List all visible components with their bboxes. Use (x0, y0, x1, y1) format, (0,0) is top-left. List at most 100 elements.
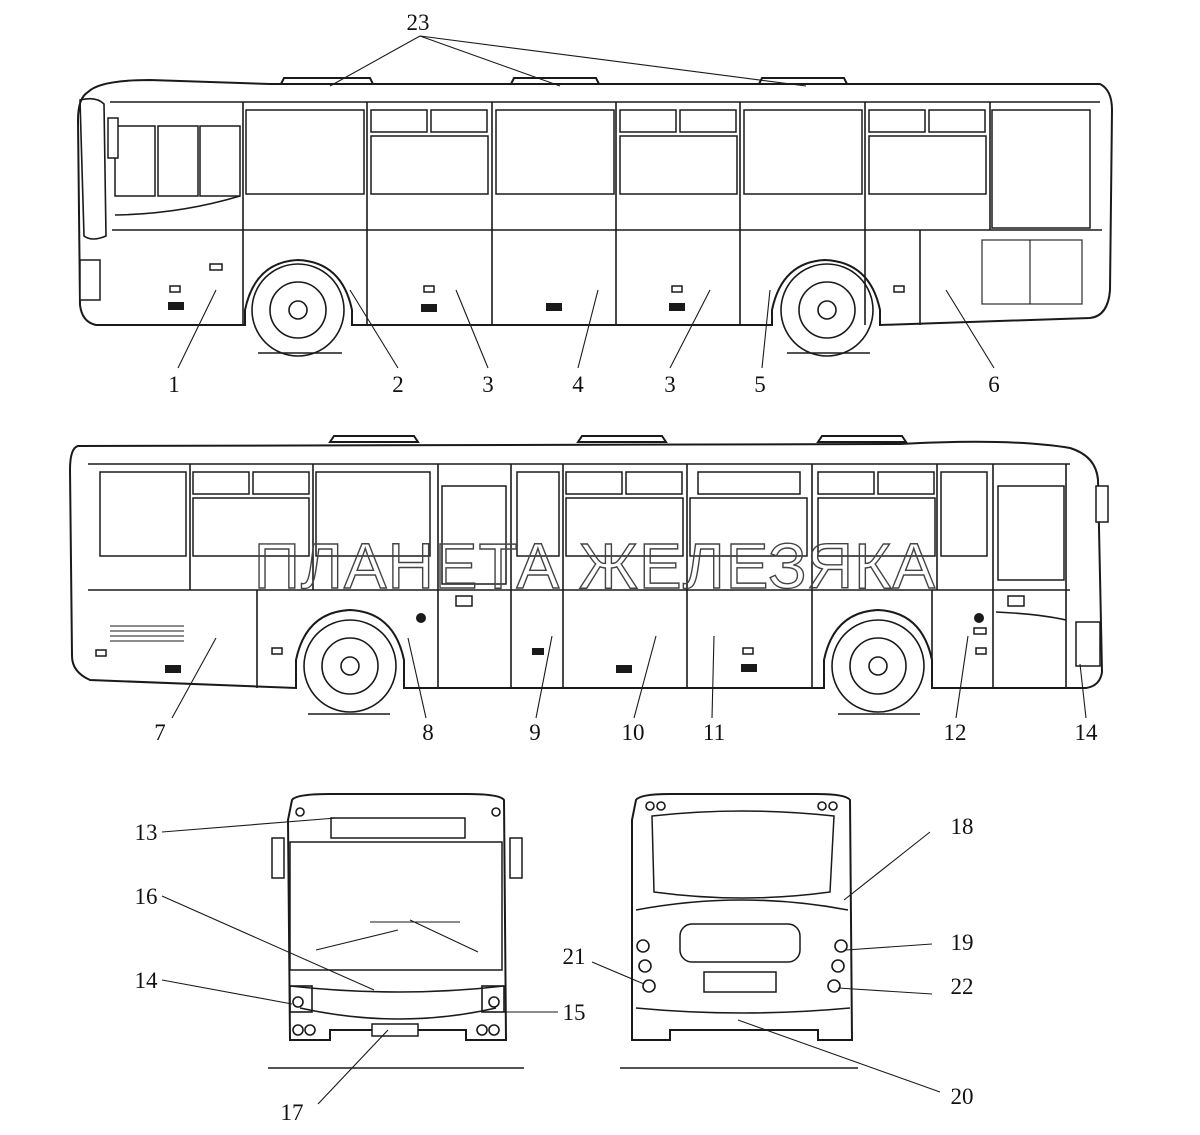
marker-light (656, 801, 666, 811)
callout-17: 17 (281, 1100, 304, 1125)
window-front-2 (157, 125, 199, 197)
window-1 (245, 109, 365, 195)
window-l5b (625, 471, 683, 495)
rear-window (651, 810, 835, 899)
front-windshield (79, 97, 107, 240)
marker-light (817, 801, 827, 811)
roof-hatch-4 (328, 435, 420, 443)
roof-hatch-6 (816, 435, 908, 443)
panel-dividers-middle (189, 464, 1067, 688)
window-5 (743, 109, 863, 195)
callout-21: 21 (563, 944, 586, 969)
window-7 (991, 109, 1091, 229)
engine-grille-left (110, 625, 184, 642)
callout-23: 23 (407, 10, 430, 35)
handle-8 (271, 647, 283, 655)
callout-5: 5 (754, 372, 766, 397)
license-plate-rear (703, 971, 777, 993)
wheel-rear-left (303, 619, 397, 713)
handle-3a (423, 285, 435, 293)
window-l7b (877, 471, 935, 495)
callout-3: 3 (482, 372, 494, 397)
handle-11a (742, 647, 754, 655)
mirror-right (107, 117, 119, 159)
rear-light-left (636, 939, 656, 993)
port-12 (974, 613, 984, 623)
callout-9: 9 (529, 720, 541, 745)
window-4b (679, 109, 737, 133)
marker-light (491, 807, 501, 817)
front-door-curve (995, 611, 1067, 621)
wheel-rear-right (780, 263, 874, 357)
callout-6: 6 (988, 372, 1000, 397)
window-l7c (817, 497, 936, 557)
handle-7a (95, 649, 107, 657)
handle-3d (669, 303, 685, 311)
wheel-front-right (251, 263, 345, 357)
window-l2c (192, 497, 310, 557)
license-plate-front (371, 1023, 419, 1037)
callout-4: 4 (572, 372, 584, 397)
lock-12 (973, 627, 987, 635)
front-view: 13 16 14 15 17 (135, 793, 586, 1125)
callout-20: 20 (951, 1084, 974, 1109)
callout-19: 19 (951, 930, 974, 955)
callout-13: 13 (135, 820, 158, 845)
window-front-1 (114, 125, 156, 197)
handle-9 (532, 648, 544, 655)
window-l2b (252, 471, 310, 495)
handle-3c (671, 285, 683, 293)
headlight-left (1075, 621, 1101, 667)
front-grille (299, 1007, 497, 1020)
engine-hatch (635, 899, 849, 911)
window-2a (370, 109, 428, 133)
callout-22: 22 (951, 974, 974, 999)
window-3 (495, 109, 615, 195)
lock-1 (209, 263, 223, 271)
wheel-front-left (831, 619, 925, 713)
callout-11: 11 (703, 720, 725, 745)
callout-3: 3 (664, 372, 676, 397)
handle-12 (975, 647, 987, 655)
right-side-view: 23 1 2 3 4 3 5 6 (76, 10, 1114, 397)
wiper-right (409, 919, 479, 953)
rear-bumper (635, 1007, 851, 1014)
window-l4 (516, 471, 560, 557)
window-2b (430, 109, 488, 133)
callout-12: 12 (944, 720, 967, 745)
handle-11b (741, 664, 757, 672)
callout-1: 1 (168, 372, 180, 397)
window-l3 (315, 471, 431, 557)
marker-light (828, 801, 838, 811)
callout-7: 7 (154, 720, 166, 745)
rear-panel-19 (679, 923, 801, 963)
headlight-right-cluster (476, 985, 505, 1036)
callout-2: 2 (392, 372, 404, 397)
window-l1 (99, 471, 187, 557)
front-door-curve (114, 195, 241, 216)
marker-light (645, 801, 655, 811)
callout-10: 10 (622, 720, 645, 745)
callout-15: 15 (563, 1000, 586, 1025)
wiper-left (315, 929, 399, 951)
leader-lines-middle (171, 635, 1087, 719)
callout-14: 14 (1075, 720, 1099, 745)
window-4c (619, 135, 738, 195)
front-bumper-line (289, 985, 505, 993)
front-windshield (289, 841, 503, 971)
window-front-3 (199, 125, 241, 197)
door-button (455, 595, 473, 607)
marker-light (295, 807, 305, 817)
window-4a (619, 109, 677, 133)
window-2c (370, 135, 489, 195)
handle-3b (421, 304, 437, 312)
callout-8: 8 (422, 720, 434, 745)
door-button-front (1007, 595, 1025, 607)
callout-16: 16 (135, 884, 158, 909)
mirror-right-front (509, 837, 523, 879)
headlight-left-cluster (289, 985, 316, 1036)
callout-18: 18 (951, 814, 974, 839)
panel-dividers-top (242, 102, 991, 325)
window-l5a (565, 471, 623, 495)
